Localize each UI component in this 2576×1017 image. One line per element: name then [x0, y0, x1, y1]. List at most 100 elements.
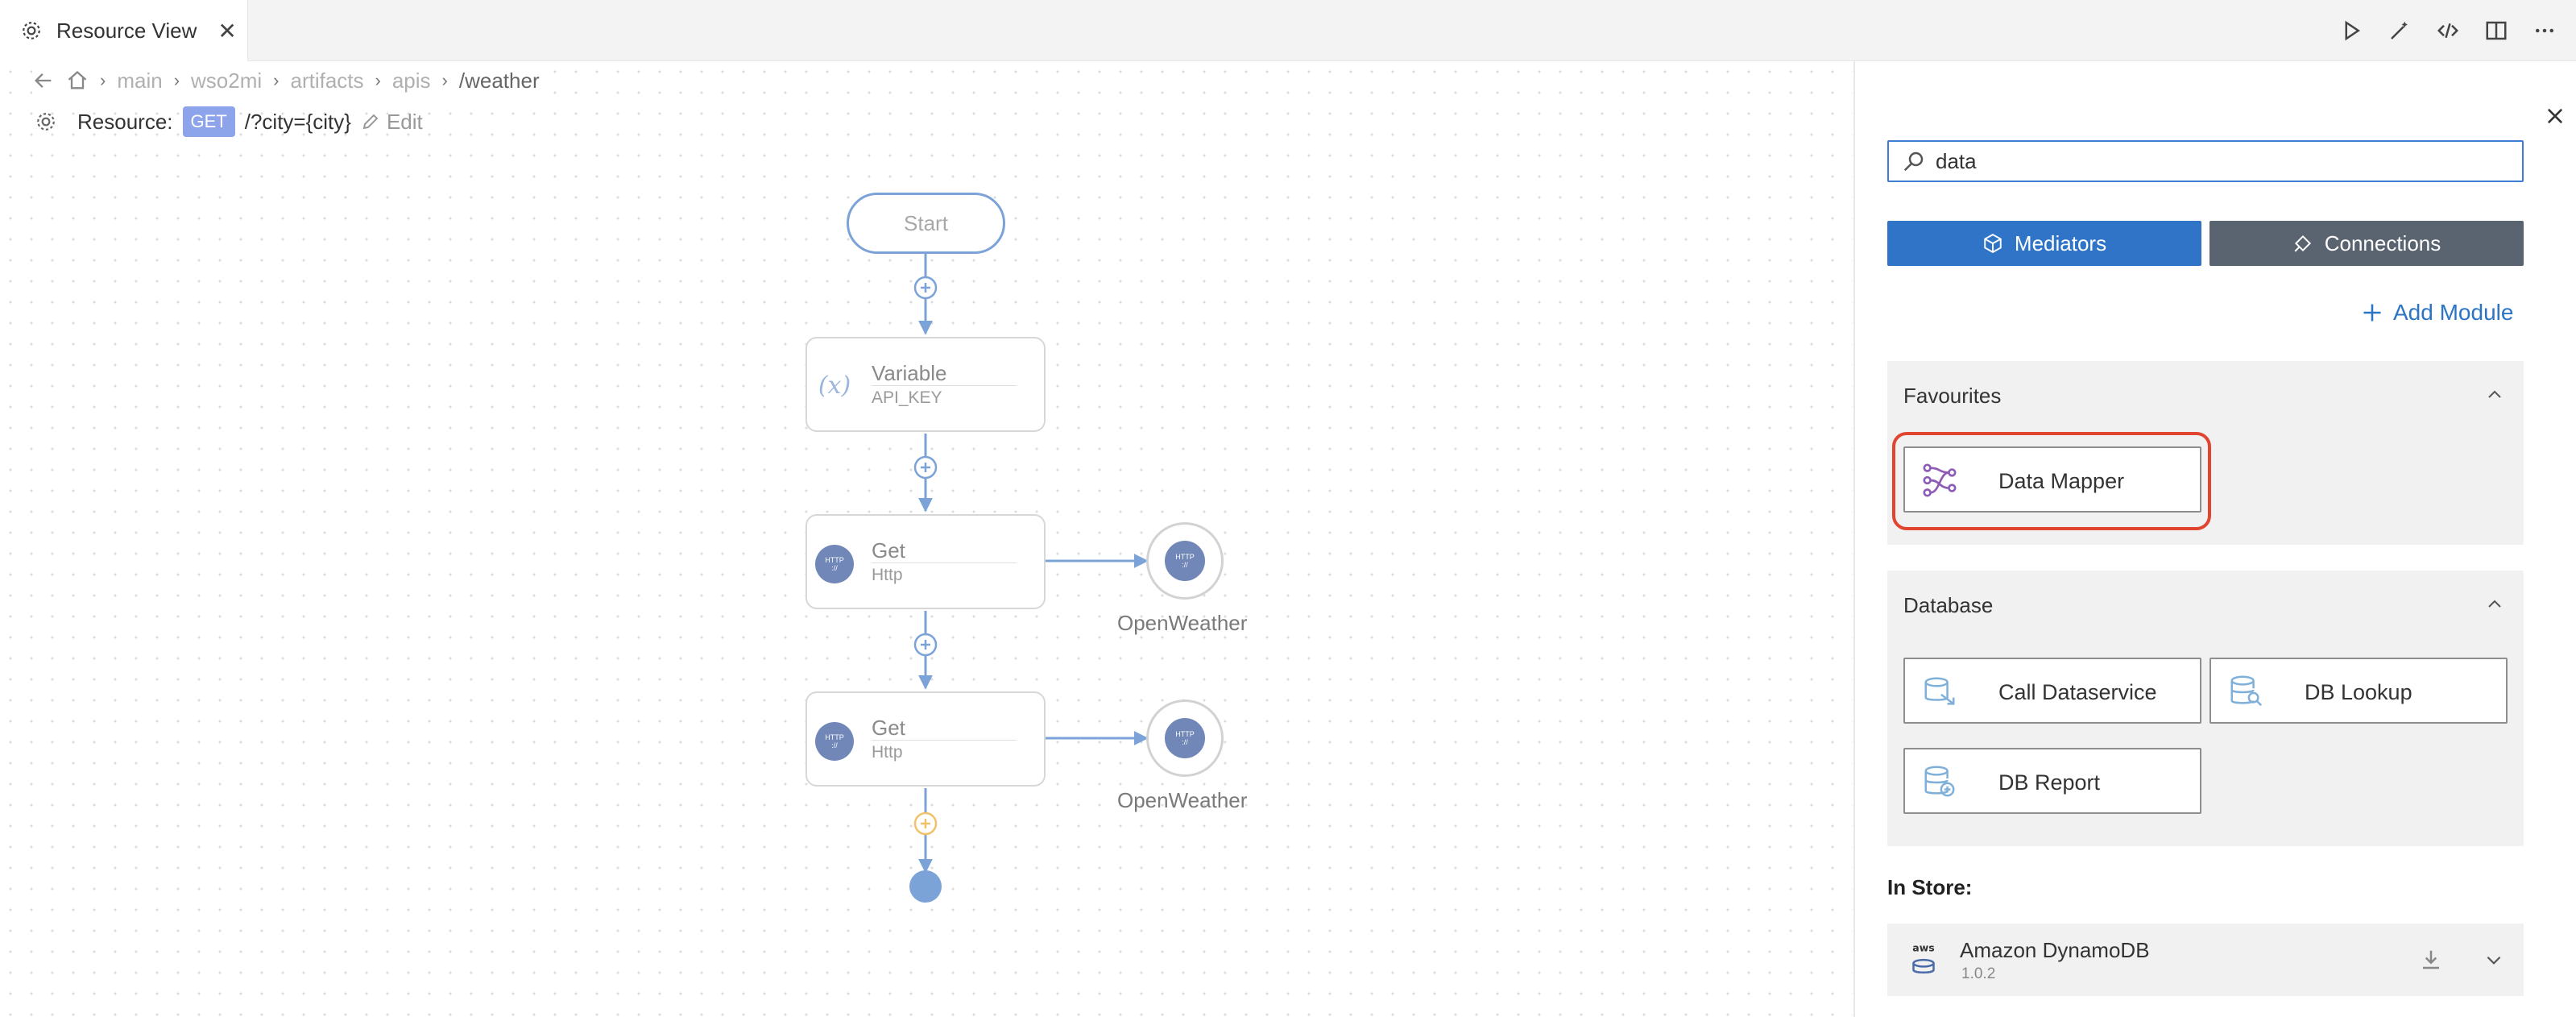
connection-label: OpenWeather: [1117, 788, 1248, 812]
node-subtitle: Http: [872, 743, 903, 762]
svg-text:(x): (x): [818, 372, 851, 400]
db-report-icon: [1924, 766, 1955, 797]
start-node[interactable]: Start: [847, 193, 1005, 254]
editor-actions: [2339, 0, 2557, 61]
mediator-card-data-mapper[interactable]: Data Mapper: [1903, 446, 2201, 513]
plug-icon: [2294, 235, 2311, 252]
mediator-palette-panel: Mediators Connections Add Module Favouri…: [1853, 61, 2576, 1017]
edit-label: Edit: [386, 109, 423, 134]
chevron-right-icon: ›: [375, 70, 381, 90]
chevron-right-icon: ›: [173, 70, 180, 90]
section-title: Database: [1903, 593, 1994, 617]
store-item-version: 1.0.2: [1961, 965, 1996, 982]
breadcrumb: › main › wso2mi › artifacts › apis › /we…: [32, 64, 540, 97]
http-icon: HTTP://: [815, 545, 854, 583]
add-module-button[interactable]: Add Module: [2361, 300, 2513, 326]
run-icon[interactable]: [2339, 19, 2363, 43]
download-icon[interactable]: [2419, 948, 2443, 972]
add-node-button[interactable]: [913, 455, 938, 479]
card-label: DB Report: [1998, 770, 2101, 795]
breadcrumb-current: /weather: [458, 68, 540, 93]
connection-label: OpenWeather: [1117, 611, 1248, 635]
pencil-icon: [362, 114, 379, 130]
card-label: DB Lookup: [2305, 680, 2412, 704]
variable-node[interactable]: (x) Variable API_KEY: [806, 337, 1046, 432]
resource-label: Resource:: [77, 109, 173, 134]
end-node: [909, 870, 942, 903]
chevron-down-icon[interactable]: [2483, 949, 2504, 970]
breadcrumb-item-apis[interactable]: apis: [391, 68, 431, 93]
in-store-heading: In Store:: [1887, 875, 1973, 899]
add-module-label: Add Module: [2393, 300, 2514, 325]
close-icon[interactable]: ✕: [217, 18, 237, 44]
svg-text:aws: aws: [1912, 942, 1934, 954]
search-input[interactable]: [1936, 148, 2499, 174]
add-node-button[interactable]: [913, 633, 938, 657]
variable-icon: (x): [815, 367, 854, 406]
search-field[interactable]: [1887, 140, 2524, 182]
store-item-amazon-dynamodb[interactable]: aws Amazon DynamoDB 1.0.2: [1887, 924, 2524, 996]
favourite-highlight: [1892, 432, 2211, 530]
cube-icon: [1984, 234, 2002, 253]
gear-icon: [23, 22, 40, 39]
chevron-right-icon: ›: [273, 70, 280, 90]
more-icon[interactable]: [2533, 19, 2557, 43]
split-editor-icon[interactable]: [2484, 19, 2508, 43]
chevron-right-icon: ›: [441, 70, 448, 90]
breadcrumb-item-artifacts[interactable]: artifacts: [290, 68, 364, 93]
resource-path: /?city={city}: [244, 109, 351, 134]
mediator-card-call-dataservice[interactable]: Call Dataservice: [1903, 658, 2201, 724]
tab-connections[interactable]: Connections: [2209, 221, 2524, 266]
http-icon: HTTP://: [1165, 718, 1205, 758]
breadcrumb-item-main[interactable]: main: [117, 68, 163, 93]
plus-icon: [2363, 304, 2381, 322]
section-database: Database Call Dataservice DB Lookup DB R…: [1887, 571, 2524, 846]
node-subtitle: Http: [872, 566, 903, 584]
back-arrow-icon[interactable]: [32, 69, 55, 92]
magic-wand-icon[interactable]: [2388, 19, 2412, 43]
section-favourites: Favourites Data Mapper: [1887, 361, 2524, 545]
tab-title: Resource View: [56, 18, 197, 43]
tab-mediators[interactable]: Mediators: [1887, 221, 2201, 266]
tab-label: Mediators: [2014, 230, 2107, 255]
connection-node[interactable]: HTTP://: [1146, 699, 1224, 777]
divider: [872, 562, 1017, 563]
mediator-card-db-report[interactable]: DB Report: [1903, 748, 2201, 814]
close-icon[interactable]: [2544, 105, 2566, 127]
db-lookup-icon: [2230, 675, 2263, 707]
store-item-name: Amazon DynamoDB: [1960, 938, 2150, 962]
chevron-up-icon[interactable]: [2485, 595, 2504, 614]
resource-header: Resource: GET /?city={city} Edit: [35, 105, 423, 139]
method-badge: GET: [182, 106, 235, 137]
chevron-right-icon: ›: [100, 70, 106, 90]
card-label: Call Dataservice: [1998, 680, 2157, 704]
flow-edges: [909, 254, 1149, 903]
divider: [872, 385, 1017, 386]
data-mapper-icon: [1923, 463, 1957, 497]
home-icon[interactable]: [66, 69, 89, 92]
tab-label: Connections: [2324, 230, 2441, 255]
http-get-node[interactable]: HTTP:// Get Http: [806, 514, 1046, 609]
http-icon: HTTP://: [1165, 541, 1205, 581]
card-label: Data Mapper: [1998, 469, 2125, 493]
node-title: Variable: [872, 361, 947, 385]
editor-tab-bar: Resource View ✕: [0, 0, 2576, 61]
mediator-card-db-lookup[interactable]: DB Lookup: [2209, 658, 2508, 724]
search-icon: [1903, 152, 1924, 172]
chevron-up-icon[interactable]: [2485, 385, 2504, 405]
connection-node[interactable]: HTTP://: [1146, 522, 1224, 600]
breadcrumb-item-wso2mi[interactable]: wso2mi: [191, 68, 263, 93]
resource-gear-icon: [37, 113, 55, 131]
tab-resource-view[interactable]: Resource View ✕: [0, 0, 248, 61]
divider: [872, 740, 1017, 741]
node-subtitle: API_KEY: [872, 388, 942, 407]
node-title: Get: [872, 716, 905, 740]
add-node-button[interactable]: [913, 276, 938, 300]
http-get-node[interactable]: HTTP:// Get Http: [806, 691, 1046, 787]
dataservice-icon: [1924, 677, 1955, 705]
add-node-button-active[interactable]: [913, 812, 938, 836]
code-icon[interactable]: [2436, 19, 2460, 43]
http-icon: HTTP://: [815, 722, 854, 761]
aws-icon: aws: [1912, 942, 1935, 973]
edit-button[interactable]: Edit: [361, 110, 423, 135]
